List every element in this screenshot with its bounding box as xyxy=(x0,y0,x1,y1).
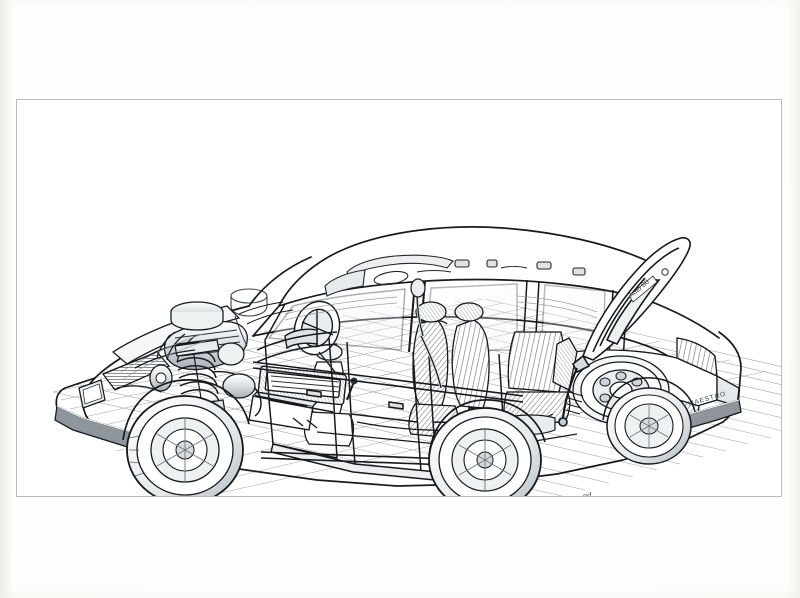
artist-signature: ad. xyxy=(583,491,593,496)
rear-wheel-near xyxy=(428,399,546,496)
roof-interior xyxy=(324,254,586,297)
illustration-canvas: Auto 80 MAESTRO xyxy=(17,100,781,496)
illustration-frame: Auto 80 MAESTRO xyxy=(16,99,782,497)
rear-wheel-far xyxy=(602,377,696,465)
front-wheel xyxy=(122,379,250,496)
body-shading xyxy=(120,295,598,380)
seat-belts xyxy=(410,278,443,389)
cut-edges xyxy=(238,301,294,325)
car-cutaway-drawing: Auto 80 MAESTRO xyxy=(17,100,781,496)
tailgate xyxy=(558,237,691,427)
